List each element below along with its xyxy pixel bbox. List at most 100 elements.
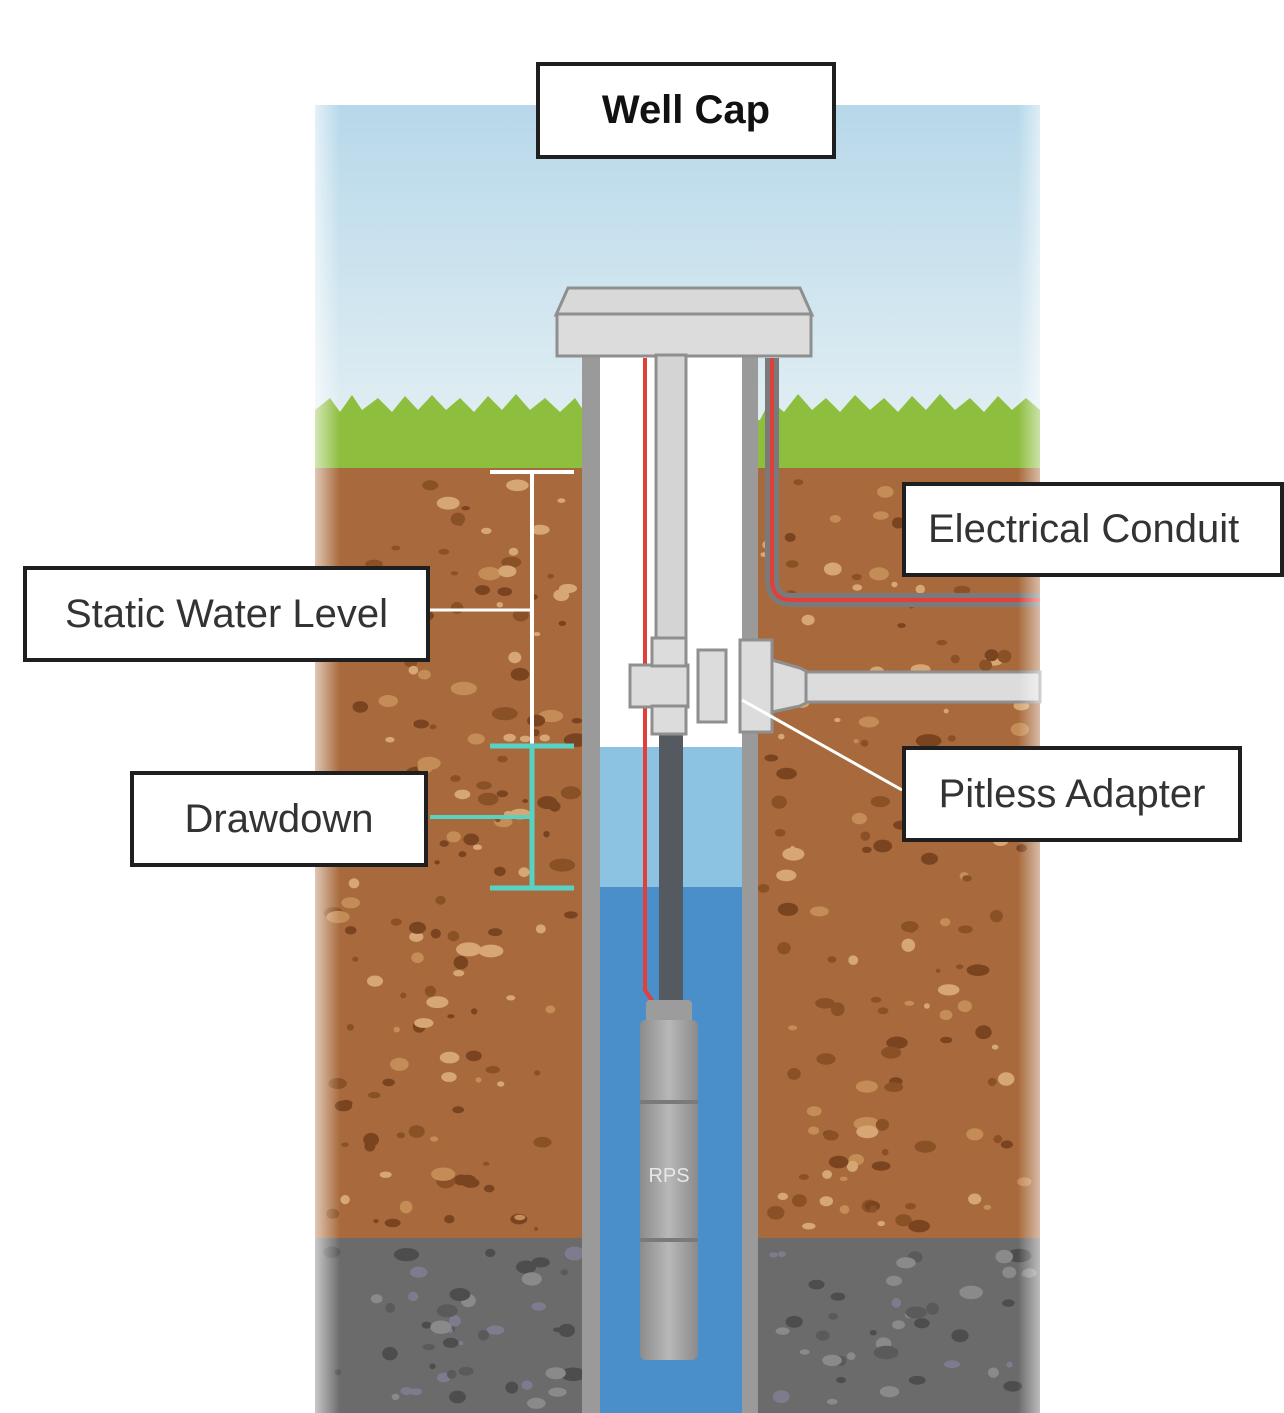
rock-specks <box>323 1246 1037 1409</box>
rock-speck <box>382 1346 398 1361</box>
soil-speck <box>860 831 871 841</box>
rock-speck <box>449 1390 466 1404</box>
rock-speck <box>521 1380 533 1390</box>
soil-speck <box>834 717 841 723</box>
soil-speck <box>411 952 424 963</box>
soil-speck <box>436 496 460 510</box>
soil-speck <box>984 649 999 662</box>
soil-speck <box>839 1205 850 1214</box>
pitless-sleeve <box>738 638 774 734</box>
soil-speck <box>450 681 477 696</box>
fade-left <box>300 100 340 1413</box>
soil-speck <box>481 527 492 535</box>
soil-speck <box>446 831 461 843</box>
rock-speck <box>458 1366 474 1376</box>
soil-speck <box>793 479 804 486</box>
soil-speck <box>757 884 770 893</box>
pitless-flare <box>770 658 810 714</box>
soil-speck <box>341 897 360 909</box>
pitless-coupling <box>696 648 728 724</box>
soil-speck <box>400 992 407 999</box>
soil-speck <box>956 964 964 970</box>
soil-speck <box>861 846 872 853</box>
rock-speck <box>545 1367 566 1380</box>
soil-speck <box>496 790 508 798</box>
soil-speck <box>979 659 992 671</box>
rock-speck <box>1006 1361 1013 1368</box>
rock-speck <box>560 1367 586 1382</box>
rock-speck <box>449 1288 471 1301</box>
soil-speck <box>453 970 465 977</box>
soil-speck <box>494 866 506 877</box>
soil-speck <box>785 560 799 568</box>
pump-band-2 <box>640 1238 698 1242</box>
soil-speck <box>884 1082 904 1092</box>
rock-speck <box>531 1257 550 1268</box>
soil-speck <box>869 567 889 581</box>
soil-speck <box>497 1081 505 1087</box>
soil-speck <box>875 1118 890 1131</box>
soil-speck <box>496 602 503 608</box>
soil-speck <box>453 955 469 970</box>
pitless-fitting-upper <box>650 636 688 668</box>
soil-speck <box>408 1125 425 1138</box>
soil-speck <box>422 480 439 491</box>
soil-speck <box>506 479 529 492</box>
rock-speck <box>421 1321 432 1329</box>
soil-speck <box>881 1148 889 1156</box>
rock-speck <box>879 1386 900 1398</box>
soil-speck <box>458 851 467 858</box>
soil-speck <box>430 1136 439 1142</box>
soil-speck <box>901 921 919 933</box>
soil-speck <box>488 928 503 937</box>
rock-speck <box>799 1349 810 1355</box>
well-cap-body <box>555 312 813 358</box>
pitless-leader <box>741 698 903 792</box>
soil-speck <box>830 1002 845 1017</box>
soil-speck <box>475 585 491 595</box>
soil-speck <box>802 1222 816 1230</box>
soil-speck <box>858 716 880 728</box>
rock-speck <box>436 1304 458 1318</box>
soil-speck <box>478 944 504 958</box>
soil-speck <box>545 1005 556 1014</box>
soil-speck <box>378 695 398 707</box>
rock-speck <box>446 1369 457 1379</box>
soil-speck <box>414 1018 434 1028</box>
rock-speck <box>458 1341 464 1346</box>
soil-speck <box>527 714 546 727</box>
soil-speck <box>498 565 517 578</box>
soil-speck <box>390 918 402 926</box>
soil-speck <box>829 515 841 523</box>
soil-speck <box>503 733 516 742</box>
rock-speck <box>785 1315 803 1328</box>
soil-speck <box>456 520 464 526</box>
soil-speck <box>485 1066 500 1074</box>
static-water-level-label: Static Water Level <box>23 566 430 662</box>
soil-speck <box>461 506 471 511</box>
soil-speck <box>373 1219 379 1224</box>
rock-speck <box>385 1302 396 1313</box>
soil-speck <box>452 1106 465 1114</box>
soil-speck <box>823 1130 839 1141</box>
soil-speck <box>776 767 797 780</box>
soil-speck <box>348 878 360 889</box>
soil-speck <box>391 545 401 551</box>
rock-speck <box>486 1325 505 1335</box>
soil-speck <box>924 1003 930 1009</box>
soil-speck <box>966 964 990 976</box>
soil-speck <box>915 734 942 748</box>
soil-speck <box>897 623 906 628</box>
rock-speck <box>891 1298 902 1308</box>
rock-speck <box>429 1363 436 1370</box>
soil-speck <box>439 1051 460 1064</box>
soil-speck <box>790 846 796 851</box>
soil-speck <box>827 956 837 963</box>
soil-speck <box>548 801 561 812</box>
rock-speck <box>560 1269 568 1276</box>
soil-speck <box>535 924 546 934</box>
soil-speck <box>774 829 786 837</box>
rock-speck <box>830 1292 846 1301</box>
soil-speck <box>547 573 554 579</box>
pitless-body <box>628 663 690 709</box>
